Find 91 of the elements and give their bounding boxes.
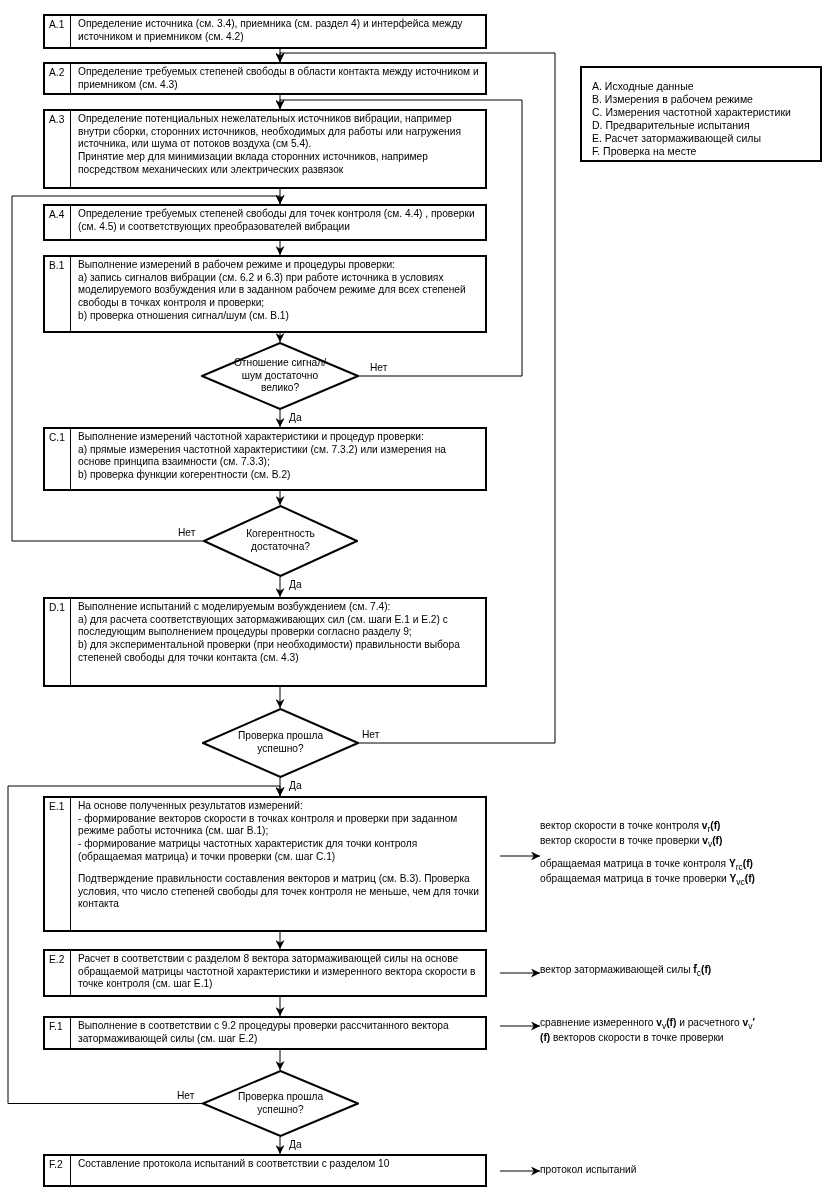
step-box <box>43 255 487 333</box>
step-number: A.1 <box>45 16 71 47</box>
decision-diamond <box>203 505 358 577</box>
step-text: - формирование матрицы частотных характеристик для точки контроля (обращаемая матрица) и точки проверки (см. шаг C.1) <box>78 837 419 864</box>
step-text: Определение источника (см. 3.4), приемника (см. раздел 4) и интерфейса между источником и приемником (см. 4.2) <box>78 18 464 44</box>
step-text: Выполнение испытаний с моделируемым возбуждением (см. 7.4): <box>78 601 392 614</box>
arrow <box>275 240 285 256</box>
step-box <box>43 62 487 95</box>
decision-diamond <box>202 1070 359 1137</box>
step-text: a) прямые измерения частотной характеристики (см. 7.3.2) или измерения на основе принципа взаимности (см. 7.3.3); <box>78 443 447 469</box>
step-number: A.3 <box>45 111 71 187</box>
arrow <box>11 195 285 542</box>
edge-label: Нет <box>369 362 389 374</box>
step-box <box>43 109 487 189</box>
arrow <box>275 99 523 377</box>
decision-text: Проверка прошла успешно? <box>236 730 325 756</box>
legend-entry: A. Исходные данные <box>592 80 695 93</box>
output-text: протокол испытаний <box>540 1164 638 1177</box>
step-text: b) для экспериментальной проверки (при необходимости) правильности выбора степеней свободы для точки контакта (см. 4.3) <box>78 638 461 665</box>
edge-label: Да <box>288 780 303 792</box>
output-text: вектор затормаживающей силы f̄$_{c}$(f) <box>540 964 713 979</box>
step-text: Подтверждение правильности составления векторов и матриц (см. B.3). Проверка условия, что число степеней свободы для точек контроля не меньше, чем для точки контакта <box>78 873 480 912</box>
step-number: E.1 <box>45 798 71 930</box>
decision-text: Проверка прошла успешно? <box>236 1090 325 1117</box>
arrow <box>499 1021 541 1031</box>
arrow <box>499 851 541 861</box>
output-text: вектор скорости в точке проверки v$_{v}$(f) <box>540 834 724 850</box>
edge-label: Да <box>288 579 303 591</box>
step-text: Определение потенциальных нежелательных источников вибрации, например внутри сборки, сторонних источников, необходимых для работы или нагружения источника, или шума от потоков воздуха (см 5.4). <box>78 113 462 151</box>
step-text: b) проверка функции когерентности (см. B.2) <box>78 468 292 482</box>
arrow <box>275 576 285 598</box>
arrow <box>499 968 541 978</box>
output-text: сравнение измеренного v$_{v}$(f) и расчетного v$_{v}$′(f) векторов скорости в точке проверки <box>540 1017 756 1045</box>
step-box <box>43 796 487 932</box>
output-text: обращаемая матрица в точке проверки Y$_{vc}$(f) <box>540 872 756 888</box>
arrow <box>275 1049 285 1071</box>
step-number: E.2 <box>45 951 71 995</box>
legend-entry: F. Проверка на месте <box>592 145 698 159</box>
decision-diamond <box>202 708 359 778</box>
arrow <box>275 490 285 506</box>
step-text: Расчет в соответствии с разделом 8 вектора затормаживающей силы на основе обращаемой матрицы частотной характеристики и измеренного вектора скорости в точке контроля (см. шаг E.1) <box>78 953 477 991</box>
step-text: b) проверка отношения сигнал/шум (см. B.1) <box>78 309 290 323</box>
step-text: Определение требуемых степеней свободы в области контакта между источником и приемником (см. 4.3) <box>78 66 480 92</box>
decision-text: Когерентность достаточна? <box>245 528 316 554</box>
step-text: Составление протокола испытаний в соответствии с разделом 10 <box>78 1158 391 1171</box>
arrow <box>275 332 285 343</box>
step-number: A.4 <box>45 206 71 239</box>
step-box <box>43 1016 487 1050</box>
step-text: - формирование векторов скорости в точках контроля и проверки при заданном режиме работы источника (см. шаг B.1); <box>78 812 459 838</box>
legend-entry: D. Предварительные испытания <box>592 119 751 133</box>
step-text: a) запись сигналов вибрации (см. 6.2 и 6.3) при работе источника в условиях моделируемого возбуждения или в заданном рабочем режиме для всех степеней свободы в точках контроля и проверки; <box>78 271 467 310</box>
step-box <box>43 204 487 241</box>
edge-label: Да <box>288 412 303 424</box>
step-text: На основе полученных результатов измерений: <box>78 800 304 813</box>
legend-entry: E. Расчет затормаживающей силы <box>592 132 762 146</box>
step-number: A.2 <box>45 64 71 93</box>
legend-entry: C. Измерения частотной характеристики <box>592 106 792 120</box>
arrow <box>7 785 285 1104</box>
step-number: B.1 <box>45 257 71 331</box>
step-box <box>43 14 487 49</box>
step-text: Принятие мер для минимизации вклада сторонних источников, например посредством механических или электрических развязок <box>78 150 429 177</box>
output-text: вектор скорости в точке контроля v$_{r}$(f) <box>540 820 722 835</box>
arrow <box>275 996 285 1017</box>
edge-label: Нет <box>177 527 197 539</box>
step-number: D.1 <box>45 599 71 685</box>
step-number: C.1 <box>45 429 71 489</box>
step-text: Выполнение измерений в рабочем режиме и процедуры проверки: <box>78 259 396 272</box>
step-number: F.1 <box>45 1018 71 1048</box>
step-text: Определение требуемых степеней свободы для точек контроля (см. 4.4) , проверки (см. 4.5) и соответствующих преобразователей вибрации <box>78 208 476 234</box>
arrow <box>275 52 556 744</box>
legend-entry: B. Измерения в рабочем режиме <box>592 93 754 107</box>
step-text: Выполнение измерений частотной характеристики и процедур проверки: <box>78 431 425 444</box>
step-box <box>43 1154 487 1187</box>
arrow <box>275 686 285 709</box>
arrow <box>275 409 285 428</box>
arrow <box>275 931 285 950</box>
edge-label: Нет <box>361 729 381 741</box>
step-box <box>43 949 487 997</box>
edge-label: Нет <box>176 1089 196 1101</box>
arrow <box>275 1136 285 1155</box>
edge-label: Да <box>288 1139 303 1151</box>
arrow <box>499 1166 541 1176</box>
output-text: обращаемая матрица в точке контроля Y$_{rc}$(f) <box>540 858 754 873</box>
step-box <box>43 427 487 491</box>
step-box <box>43 597 487 687</box>
step-text: a) для расчета соответствующих затормаживающих сил (см. шаги E.1 и E.2) с последующим выполнением процедуры проверки согласно разделу 9; <box>78 613 449 639</box>
decision-diamond <box>201 342 359 410</box>
step-text: Выполнение в соответствии с 9.2 процедуры проверки рассчитанного вектора затормаживающей силы (см. шаг E.2) <box>78 1020 450 1046</box>
decision-text: Отношение сигнал/шум достаточно велико? <box>232 357 328 395</box>
legend-box <box>580 66 822 162</box>
step-number: F.2 <box>45 1156 71 1185</box>
